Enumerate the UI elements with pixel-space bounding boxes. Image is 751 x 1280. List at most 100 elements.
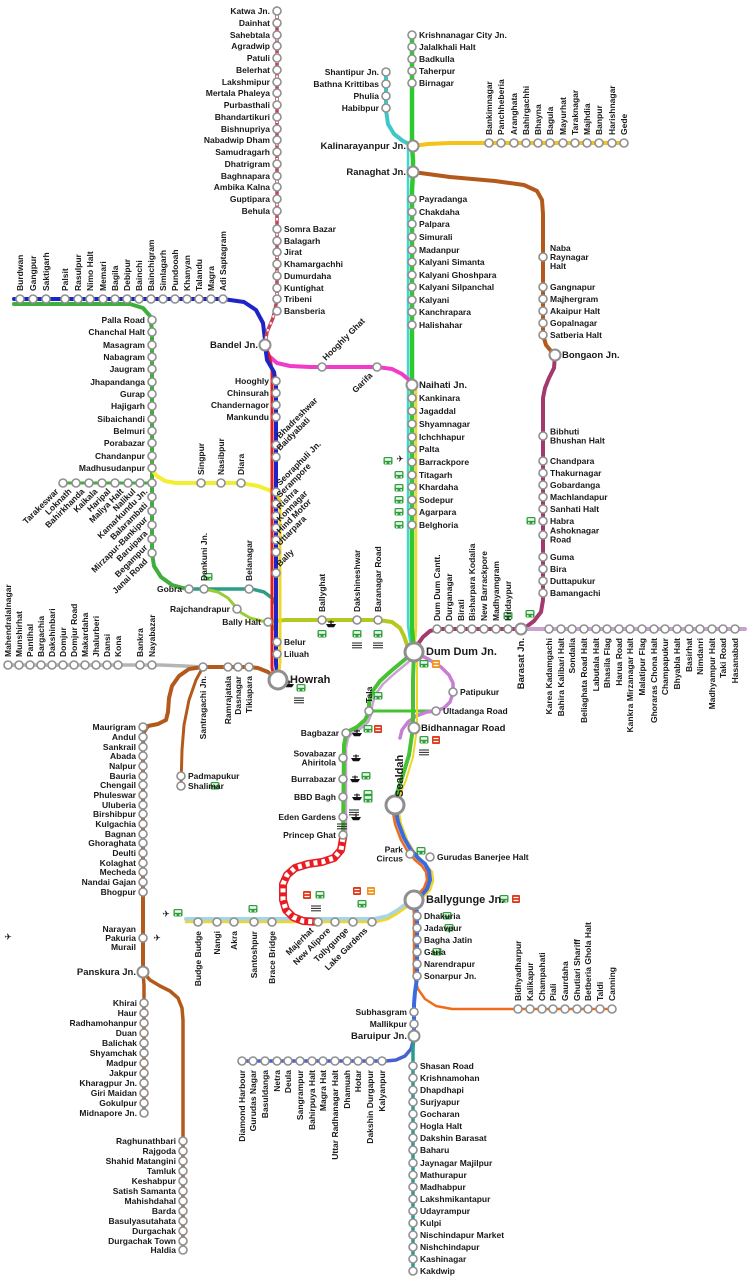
station-label: Giri Maidan bbox=[91, 1088, 137, 1098]
station-label: Abada bbox=[110, 751, 136, 761]
station-label: Guptipara bbox=[230, 194, 270, 204]
station-label: Duan bbox=[116, 1028, 137, 1038]
station-label: Akaipur Halt bbox=[550, 306, 600, 316]
red-icon bbox=[374, 725, 382, 733]
station-marker bbox=[138, 809, 148, 819]
station-label: Chinsurah bbox=[227, 388, 269, 398]
station-label: Santragachi Jn. bbox=[198, 676, 208, 739]
station-label: Jirat bbox=[284, 247, 302, 257]
station-label: Burdwan bbox=[15, 255, 25, 291]
station-marker bbox=[218, 294, 228, 304]
station-label: Gobra bbox=[157, 584, 182, 594]
station-label: Behula bbox=[242, 206, 271, 216]
station-label: Balagarh bbox=[284, 236, 320, 246]
station-label: Barasat Jn. bbox=[516, 638, 527, 689]
station-label: Taki Road bbox=[718, 638, 728, 678]
station-label: Makardaha bbox=[80, 612, 90, 657]
station-label: Chakdaha bbox=[419, 207, 460, 217]
station-label: Krishnamohan bbox=[420, 1073, 480, 1083]
station-label: Ambika Kalna bbox=[214, 182, 270, 192]
station-label: Dum Dum Cantt. bbox=[432, 554, 442, 621]
station-label: Radhamohanpur bbox=[69, 1018, 137, 1028]
station-marker bbox=[58, 478, 68, 488]
train-icon bbox=[248, 905, 258, 913]
plane-icon: ✈ bbox=[153, 933, 161, 943]
station-marker bbox=[283, 1056, 293, 1066]
station-label: Haldia bbox=[150, 1245, 176, 1255]
station-label: Nalpur bbox=[109, 761, 137, 771]
station-label: Rajgoda bbox=[142, 1146, 176, 1156]
station-marker bbox=[381, 67, 391, 77]
station-label: Aranghata bbox=[509, 93, 519, 135]
station-label: Bankimnagar bbox=[484, 80, 494, 135]
station-marker bbox=[110, 294, 120, 304]
station-marker bbox=[272, 224, 282, 234]
svg-text:✈: ✈ bbox=[162, 909, 170, 919]
station-marker bbox=[139, 1048, 149, 1058]
station-marker bbox=[135, 478, 145, 488]
station-marker bbox=[260, 1056, 270, 1066]
station-label: Akra bbox=[229, 931, 239, 950]
train-icon bbox=[499, 895, 509, 903]
station-marker bbox=[139, 1088, 149, 1098]
station-marker bbox=[272, 306, 282, 316]
station-label: Hooghly Ghat bbox=[320, 316, 367, 363]
station-marker bbox=[41, 294, 51, 304]
station-marker bbox=[695, 624, 705, 634]
station-label: Agarpara bbox=[419, 507, 457, 517]
station-marker bbox=[272, 194, 282, 204]
station-label: Majhdia bbox=[582, 103, 592, 135]
station-marker bbox=[147, 340, 157, 350]
station-label: Taherpur bbox=[419, 66, 456, 76]
train-icon bbox=[503, 612, 513, 620]
station-label: Palla Road bbox=[102, 315, 145, 325]
station-label: Nimdanri bbox=[695, 638, 705, 675]
station-label: Jhapandanga bbox=[90, 377, 145, 387]
station-label: Khardaha bbox=[419, 482, 458, 492]
station-marker bbox=[138, 877, 148, 887]
station-marker bbox=[456, 624, 466, 634]
station-label: Basuldanga bbox=[260, 1070, 270, 1118]
station-label: Barda bbox=[152, 1206, 176, 1216]
station-label: Panskura Jn. bbox=[77, 967, 136, 978]
station-label: Thakurnagar bbox=[550, 468, 602, 478]
station-marker bbox=[672, 624, 682, 634]
station-marker bbox=[28, 294, 38, 304]
station-marker bbox=[272, 294, 282, 304]
station-label: Kakdwip bbox=[420, 1266, 455, 1276]
station-marker bbox=[80, 660, 90, 670]
station-label: Kashinagar bbox=[420, 1254, 467, 1264]
station-label: Taraknagar bbox=[570, 89, 580, 135]
station-marker bbox=[139, 1028, 149, 1038]
station-label: Bauria bbox=[110, 771, 137, 781]
station-marker bbox=[138, 751, 148, 761]
station-marker bbox=[272, 18, 282, 28]
station-marker bbox=[582, 138, 592, 148]
station-label: Kalinarayanpur Jn. bbox=[320, 141, 406, 152]
station-marker bbox=[73, 294, 83, 304]
station-label: Gurudas Banerjee Halt bbox=[437, 852, 529, 862]
station-label: Kuntighat bbox=[284, 283, 324, 293]
station-marker bbox=[365, 1056, 375, 1066]
station-marker bbox=[591, 624, 601, 634]
plat-icon bbox=[419, 749, 429, 756]
station-marker bbox=[538, 588, 548, 598]
station-marker bbox=[147, 534, 157, 544]
station-label: Mahendralalnagar bbox=[3, 584, 13, 657]
station-marker bbox=[544, 624, 554, 634]
station-marker bbox=[381, 79, 391, 89]
station-label: Guma bbox=[550, 552, 574, 562]
station-marker bbox=[223, 662, 233, 672]
station-label: Badkulla bbox=[419, 54, 455, 64]
station-label: Belur bbox=[284, 637, 306, 647]
station-marker bbox=[373, 615, 383, 625]
station-marker bbox=[538, 252, 548, 262]
station-label: Basirhat bbox=[684, 638, 694, 672]
station-label: Domjur Road bbox=[69, 604, 79, 657]
plat-icon bbox=[311, 905, 321, 912]
station-marker bbox=[98, 294, 108, 304]
station-marker bbox=[403, 889, 425, 911]
station-marker bbox=[538, 530, 548, 540]
station-label: Beliaghata Road Halt bbox=[579, 638, 589, 723]
